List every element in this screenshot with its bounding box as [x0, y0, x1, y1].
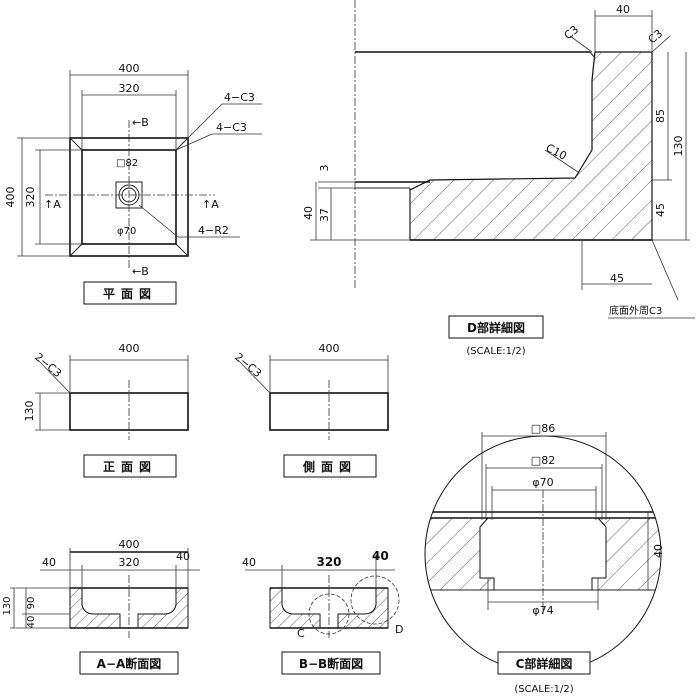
plan-title: 平面図 — [103, 287, 157, 301]
detail-c-circle — [308, 593, 350, 635]
plan-width-outer: 400 — [119, 62, 140, 75]
section-a-width: 400 — [119, 538, 140, 551]
plan-view: 400 320 400 320 4−C3 4−C3 □82 φ70 4−R2 ←… — [4, 62, 262, 305]
section-a-inner: 320 — [119, 556, 140, 569]
section-a-90: 90 — [26, 597, 37, 610]
section-b-label-c: C — [297, 627, 305, 640]
plan-width-inner: 320 — [119, 82, 140, 95]
section-b-width: 320 — [316, 555, 341, 569]
side-title: 側面図 — [302, 459, 357, 474]
detail-d-3: 3 — [318, 165, 331, 172]
detail-d-title: D部詳細図 — [467, 320, 525, 335]
plan-title-box — [83, 281, 177, 305]
detail-d-130: 130 — [672, 136, 685, 157]
detail-d-37: 37 — [318, 208, 331, 222]
front-width: 400 — [119, 342, 140, 355]
detail-d-top-40: 40 — [616, 3, 630, 16]
section-b-title: B−B断面図 — [299, 656, 363, 671]
side-chamfer-label: 2−C3 — [232, 350, 264, 380]
detail-c-title: C部詳細図 — [516, 656, 573, 671]
detail-d-view: 40 C3 C3 C10 3 40 37 85 130 45 45 底面外周C3… — [302, 0, 695, 357]
section-b-left-40: 40 — [242, 556, 256, 569]
detail-c-sq86: □86 — [531, 422, 555, 435]
detail-d-scale: (SCALE:1/2) — [466, 346, 525, 357]
detail-d-c10: C10 — [544, 141, 569, 163]
front-title-box — [83, 454, 177, 478]
section-a-40: 40 — [26, 616, 37, 629]
plan-drain-dia-label: φ70 — [117, 226, 136, 237]
detail-d-bottom-note: 底面外周C3 — [609, 304, 662, 317]
plan-height-inner: 320 — [24, 187, 37, 208]
detail-c-dia70: φ70 — [532, 476, 553, 489]
plan-height-outer: 400 — [4, 187, 17, 208]
detail-c-title-box — [497, 651, 591, 675]
detail-d-title-box — [448, 315, 544, 339]
plan-radius-label: 4−R2 — [198, 224, 229, 237]
section-b-view: 320 40 40 C D B−B断面図 — [242, 549, 403, 675]
plan-section-b-bottom: ←B — [132, 265, 149, 278]
side-width: 400 — [319, 342, 340, 355]
section-a-left-40: 40 — [42, 556, 56, 569]
detail-d-40: 40 — [302, 206, 315, 220]
front-height: 130 — [23, 401, 36, 422]
plan-section-b-top: ←B — [132, 116, 149, 129]
detail-c-view: □86 □82 φ70 φ74 40 C部詳細図 (SCALE:1/2) — [424, 422, 665, 695]
section-b-right-40: 40 — [372, 549, 389, 563]
plan-section-a-left: ↑A — [44, 198, 61, 211]
section-a-height: 130 — [2, 596, 13, 615]
section-b-label-d: D — [395, 623, 403, 636]
front-title: 正面図 — [103, 460, 157, 474]
side-title-box — [283, 454, 377, 478]
side-view: 400 2−C3 側面図 — [232, 342, 389, 478]
plan-chamfer-label-1: 4−C3 — [224, 91, 255, 104]
detail-d-c3-a: C3 — [562, 23, 582, 42]
section-a-title: A−A断面図 — [97, 656, 162, 671]
detail-c-scale: (SCALE:1/2) — [514, 684, 573, 695]
section-a-view: 400 320 40 40 130 90 40 A−A断面図 — [2, 538, 200, 675]
section-b-title-box — [281, 651, 381, 675]
detail-d-circle — [350, 575, 400, 625]
detail-c-40: 40 — [652, 544, 665, 558]
plan-chamfer-label-2: 4−C3 — [216, 121, 247, 134]
plan-section-a-right: ↑A — [202, 198, 219, 211]
detail-d-45v: 45 — [654, 203, 667, 217]
section-a-right-40: 40 — [176, 550, 190, 563]
detail-d-85: 85 — [654, 109, 667, 123]
detail-d-45h: 45 — [610, 272, 624, 285]
section-a-title-box — [79, 651, 179, 675]
detail-c-dia74: φ74 — [532, 604, 553, 617]
front-chamfer-label: 2−C3 — [32, 350, 64, 380]
front-view: 400 130 2−C3 正面図 — [23, 342, 189, 478]
plan-drain-square-label: □82 — [116, 158, 138, 169]
detail-c-sq82: □82 — [531, 454, 555, 467]
